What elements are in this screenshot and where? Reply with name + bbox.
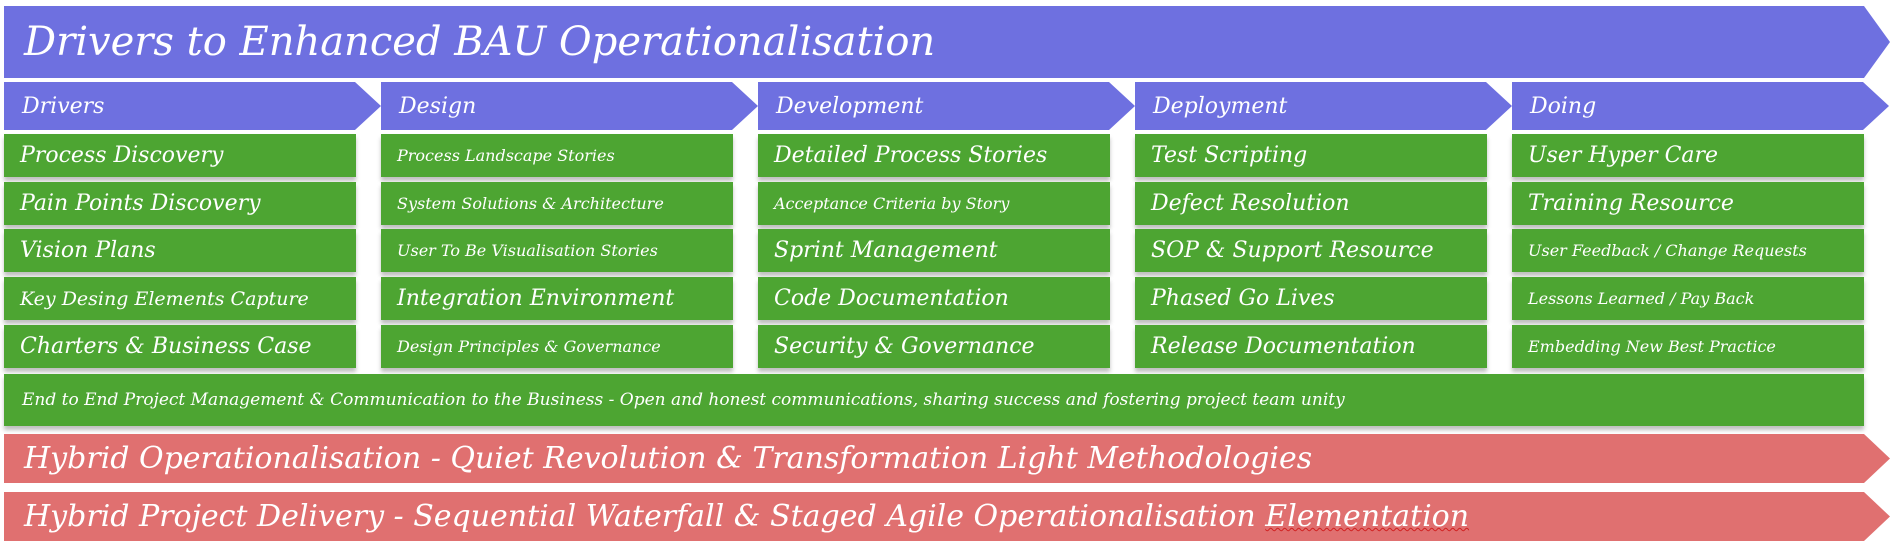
activity-cell: Test Scripting — [1135, 134, 1487, 177]
activity-cell: System Solutions & Architecture — [381, 182, 733, 225]
activity-cell: Security & Governance — [758, 325, 1110, 368]
activity-cell: User Feedback / Change Requests — [1512, 229, 1864, 272]
activity-cell: User To Be Visualisation Stories — [381, 229, 733, 272]
activity-cell: SOP & Support Resource — [1135, 229, 1487, 272]
activity-cell: Defect Resolution — [1135, 182, 1487, 225]
activity-cell: User Hyper Care — [1512, 134, 1864, 177]
activity-cell: Acceptance Criteria by Story — [758, 182, 1110, 225]
activity-cell: Embedding New Best Practice — [1512, 325, 1864, 368]
stage-header-doing: Doing — [1512, 82, 1889, 130]
activity-cell: Phased Go Lives — [1135, 277, 1487, 320]
activity-cell: Key Desing Elements Capture — [4, 277, 356, 320]
activity-cell: Design Principles & Governance — [381, 325, 733, 368]
activity-cell: Release Documentation — [1135, 325, 1487, 368]
bar2-misspelt-word: Elementation — [1265, 499, 1470, 534]
stage-header-drivers: Drivers — [4, 82, 381, 130]
title-banner: Drivers to Enhanced BAU Operationalisati… — [4, 6, 1890, 78]
activity-cell: Process Landscape Stories — [381, 134, 733, 177]
bar2-text: Hybrid Project Delivery - Sequential Wat… — [24, 499, 1266, 534]
activity-cell: Pain Points Discovery — [4, 182, 356, 225]
activity-cell: Code Documentation — [758, 277, 1110, 320]
hybrid-operationalisation-bar: Hybrid Operationalisation - Quiet Revolu… — [4, 434, 1890, 483]
project-management-band: End to End Project Management & Communic… — [4, 374, 1864, 426]
activity-cell: Process Discovery — [4, 134, 356, 177]
activity-cell: Vision Plans — [4, 229, 356, 272]
stage-header-deployment: Deployment — [1135, 82, 1512, 130]
activity-cell: Sprint Management — [758, 229, 1110, 272]
activity-cell: Detailed Process Stories — [758, 134, 1110, 177]
activity-cell: Integration Environment — [381, 277, 733, 320]
activity-cell: Lessons Learned / Pay Back — [1512, 277, 1864, 320]
hybrid-project-delivery-bar: Hybrid Project Delivery - Sequential Wat… — [4, 492, 1890, 541]
stage-header-development: Development — [758, 82, 1135, 130]
stage-header-design: Design — [381, 82, 758, 130]
activity-cell: Training Resource — [1512, 182, 1864, 225]
activity-cell: Charters & Business Case — [4, 325, 356, 368]
